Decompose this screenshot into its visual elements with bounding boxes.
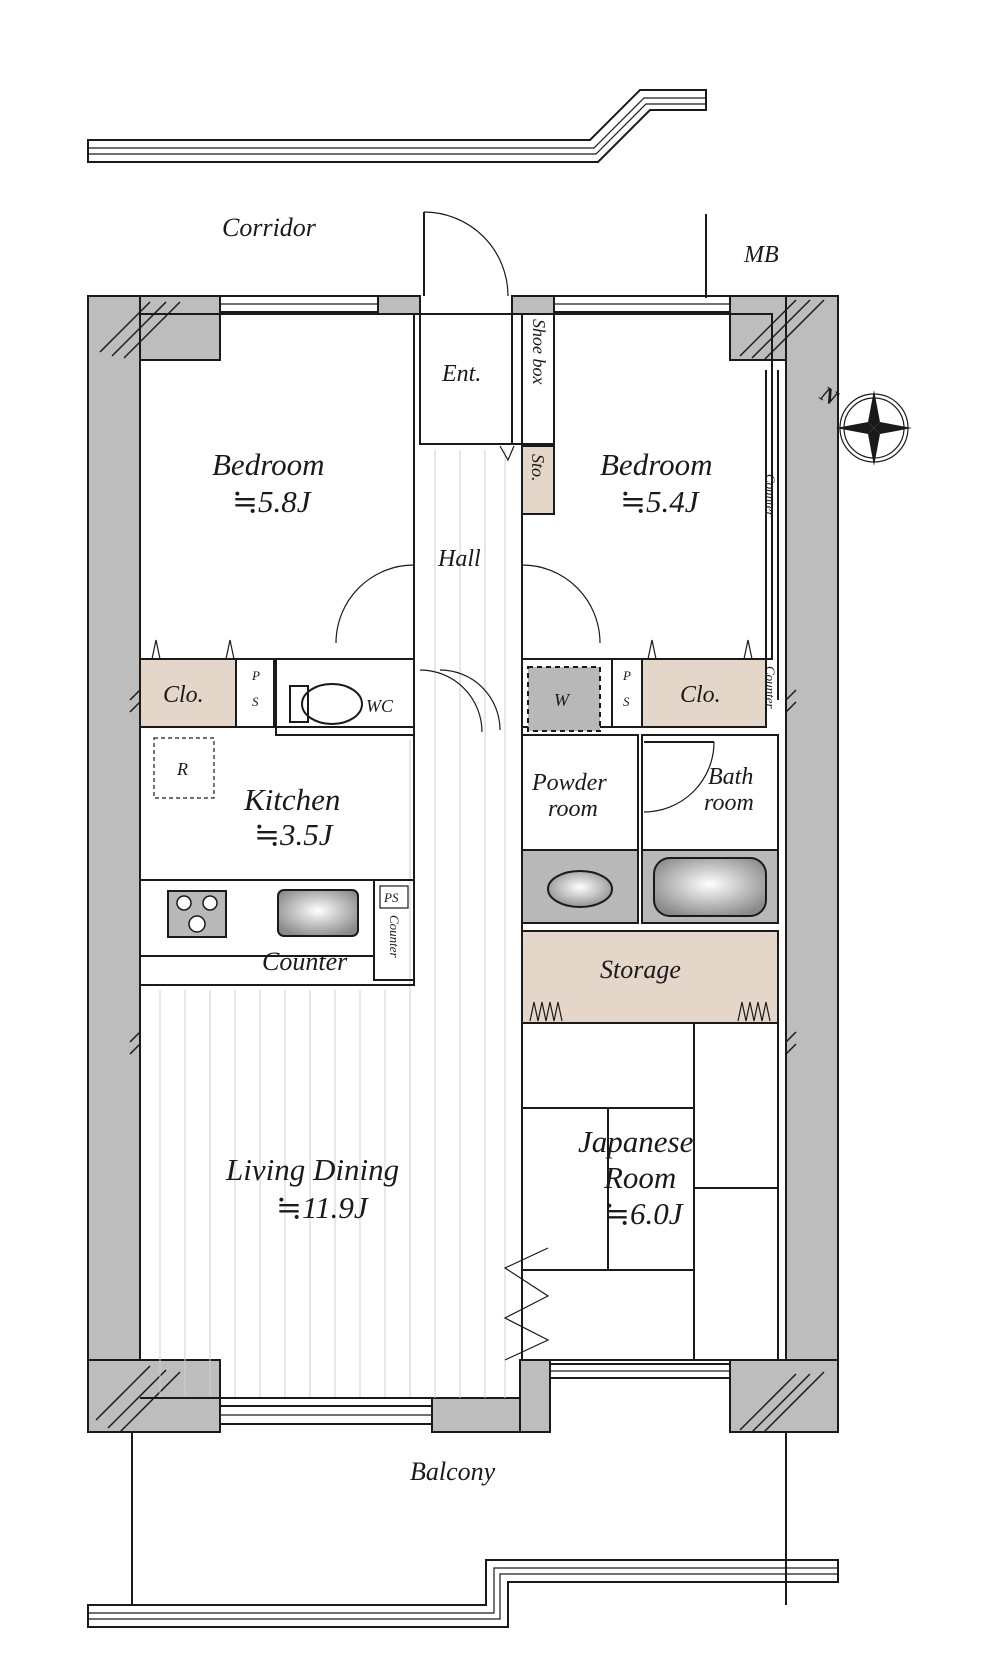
label-counter-kitchen: Counter [262, 947, 348, 976]
closet-left [139, 658, 237, 728]
bathtub [641, 849, 779, 924]
label-japanese-room-1: Japanese [578, 1124, 694, 1159]
tatami-mats [503, 1023, 778, 1361]
outer-walls [87, 295, 839, 1433]
label-mb: MB [743, 242, 779, 268]
corridor-rail [87, 89, 707, 163]
window-top-left [219, 295, 379, 313]
storage-closet [521, 930, 779, 1024]
label-powder-room-2: room [548, 796, 598, 822]
label-wc: WC [366, 696, 394, 716]
label-japanese-room-2: Room [603, 1160, 676, 1195]
label-powder-room-1: Powder [531, 770, 607, 796]
label-balcony: Balcony [410, 1457, 496, 1486]
label-entrance: Ent. [441, 361, 481, 387]
refrigerator-space [153, 737, 215, 799]
label-ps-left-s: S [252, 694, 259, 709]
label-bath-room-2: room [704, 790, 754, 816]
label-bedroom-right: Bedroom [600, 447, 713, 482]
wash-basin [521, 849, 639, 924]
label-ps-left: P [251, 668, 260, 683]
label-washer: W [554, 690, 571, 710]
balcony-rail [87, 1432, 839, 1628]
washer-space [527, 666, 601, 732]
window-living [219, 1405, 433, 1425]
window-japanese-room [549, 1363, 731, 1379]
label-counter-mid-right: Counter [763, 666, 778, 710]
label-hall: Hall [437, 546, 481, 572]
labels: Corridor MB Ent. Shoe box Sto. Bedroom ≒… [163, 213, 779, 1486]
label-bath-room-1: Bath [708, 764, 753, 790]
label-counter-top-right: Counter [763, 474, 778, 518]
label-bedroom-left: Bedroom [212, 447, 325, 482]
label-bedroom-left-size: ≒5.8J [232, 484, 312, 519]
closet-right [641, 658, 767, 728]
toilet [289, 683, 363, 725]
doors [335, 211, 715, 813]
label-closet-right: Clo. [680, 682, 721, 708]
label-japanese-room-size: ≒6.0J [604, 1196, 684, 1231]
label-counter-kitchen-side: Counter [387, 915, 402, 959]
label-storage: Storage [600, 955, 681, 984]
label-storage-small: Sto. [528, 454, 548, 482]
label-shoe-box: Shoe box [529, 319, 549, 384]
label-closet-left: Clo. [163, 682, 204, 708]
label-r: R [176, 759, 188, 779]
label-ps-kitchen: PS [383, 890, 399, 905]
label-kitchen: Kitchen [243, 782, 340, 817]
label-corridor: Corridor [222, 213, 317, 242]
label-living-dining-size: ≒11.9J [276, 1190, 369, 1225]
kitchen-counter [139, 879, 415, 981]
label-kitchen-size: ≒3.5J [254, 817, 334, 852]
label-bedroom-right-size: ≒5.4J [620, 484, 700, 519]
label-ps-right-s: S [623, 694, 630, 709]
living-floor-boards [159, 450, 506, 1398]
window-top-right [553, 295, 731, 313]
label-ps-right: P [622, 668, 631, 683]
label-living-dining: Living Dining [225, 1152, 399, 1187]
storage-small [521, 445, 555, 515]
